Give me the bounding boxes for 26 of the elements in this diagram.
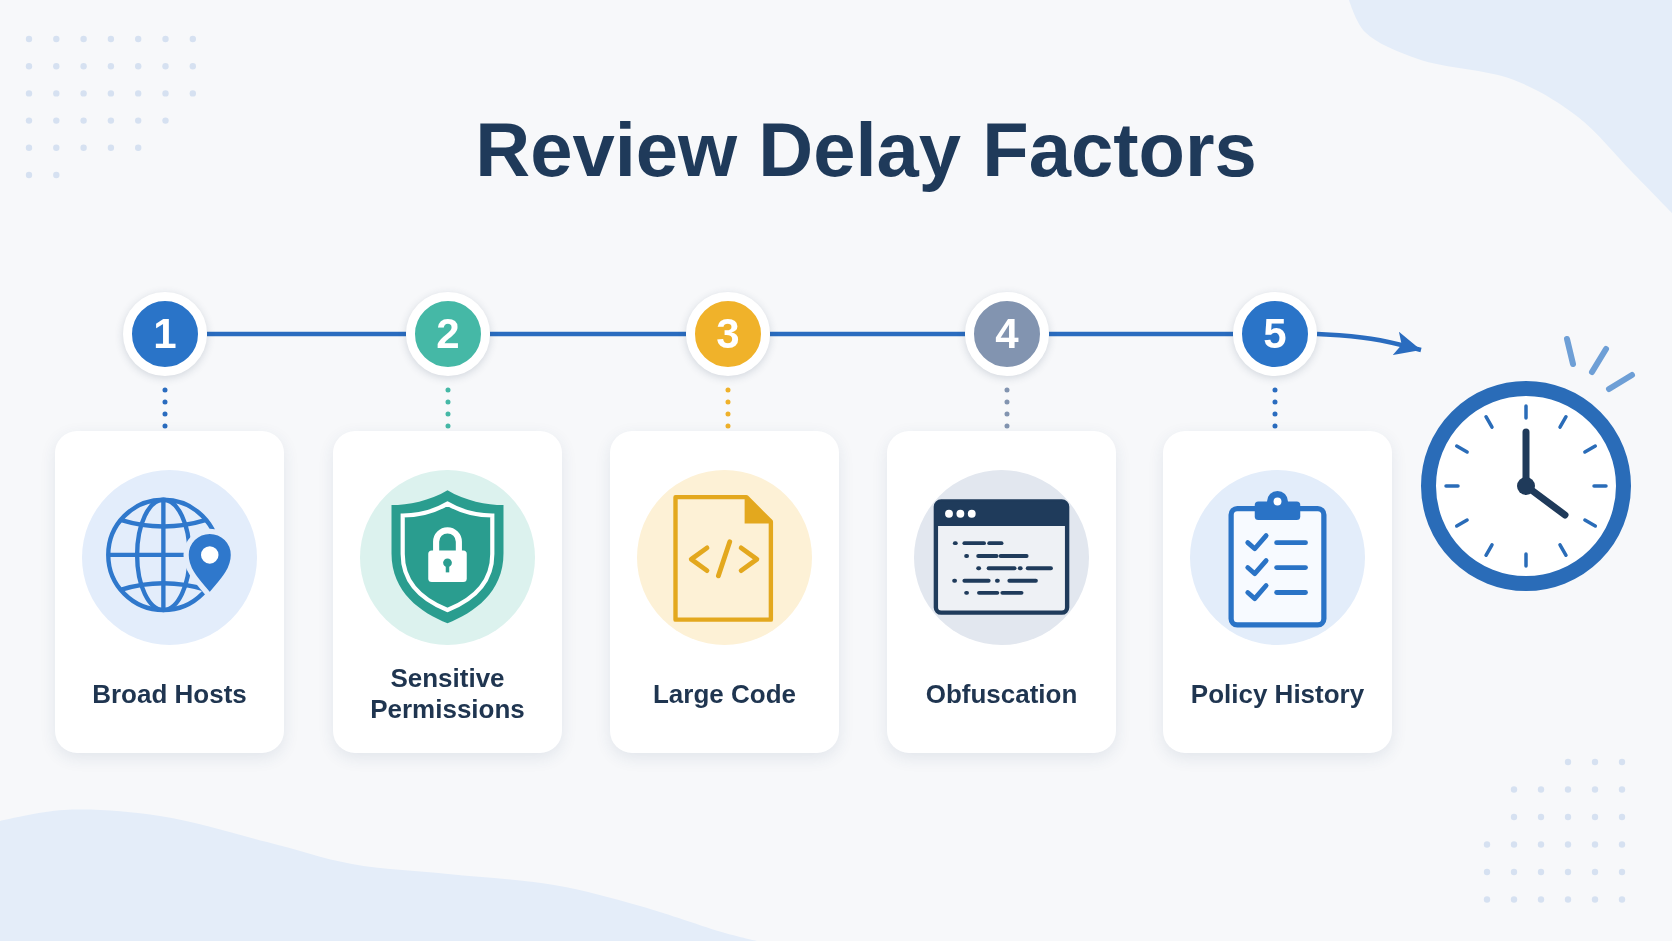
factor-label: Policy History — [1190, 678, 1365, 710]
step-number: 2 — [436, 313, 460, 355]
step-number: 1 — [153, 313, 177, 355]
factor-card — [1163, 431, 1392, 753]
step-number: 3 — [716, 313, 740, 355]
factor-label: Broad Hosts — [92, 678, 247, 710]
step-badge — [406, 292, 490, 376]
connector-line — [1049, 331, 1233, 337]
step-number: 4 — [995, 313, 1019, 355]
factor-card — [610, 431, 839, 753]
arrow — [1316, 331, 1422, 355]
factor-card — [55, 431, 284, 753]
connector-line — [207, 331, 406, 337]
factor-label: Obfuscation — [925, 678, 1078, 710]
factor-card — [887, 431, 1116, 753]
factor-card — [333, 431, 562, 753]
clock-icon — [1421, 335, 1636, 592]
step-badge — [965, 292, 1049, 376]
step-badge — [123, 292, 207, 376]
factor-label: Sensitive Permissions — [369, 663, 526, 725]
connector-line — [770, 331, 965, 337]
step-number: 5 — [1263, 313, 1287, 355]
factor-label: Large Code — [653, 678, 796, 710]
step-badge — [686, 292, 770, 376]
step-badge — [1233, 292, 1317, 376]
connector-line — [490, 331, 686, 337]
